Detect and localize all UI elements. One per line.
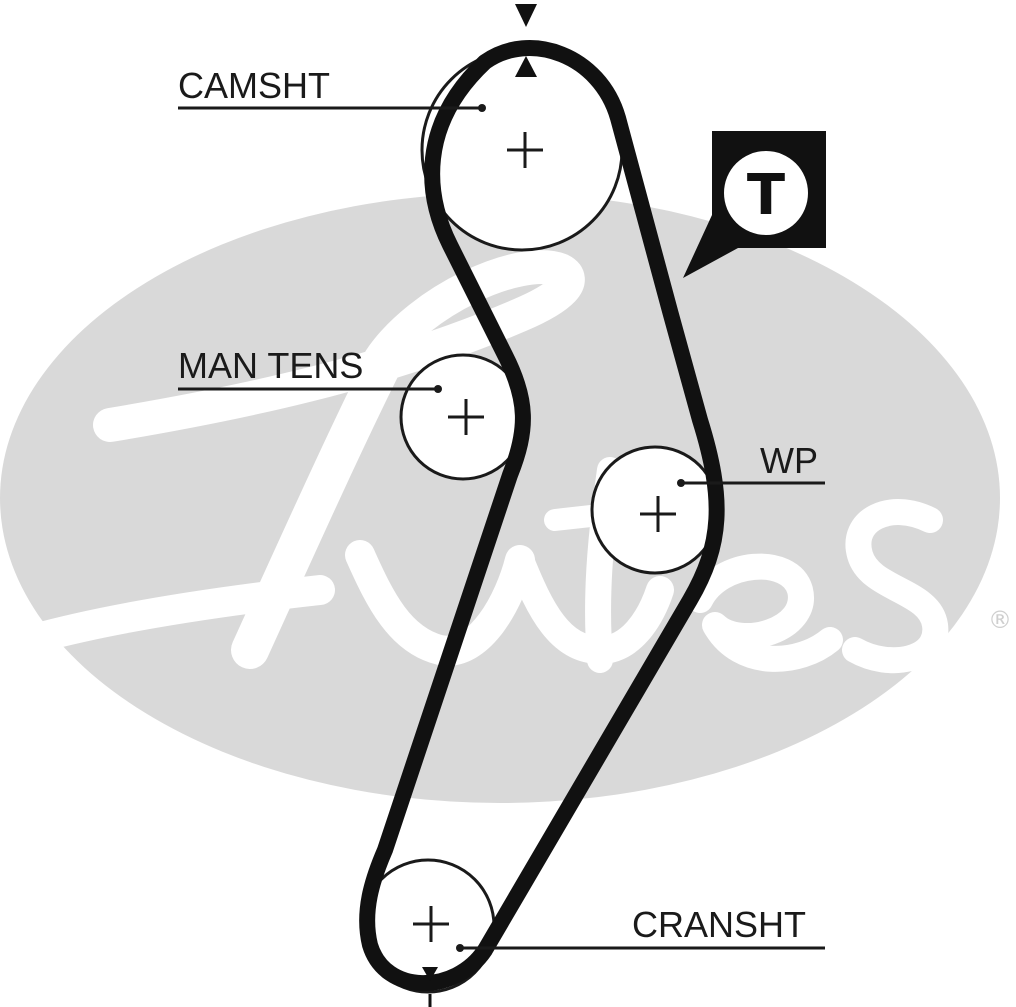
crankshaft-leader-dot [456,944,464,952]
water-pump-label: WP [760,440,818,481]
top-inner-triangle-marker-icon [515,56,537,77]
water-pump-pulley [590,445,720,575]
crankshaft-label: CRANSHT [632,904,806,945]
tensioner-badge-icon: T [683,131,826,278]
camshaft-center-cross-icon [507,132,543,168]
tensioner-badge-letter: T [747,163,785,228]
manual-tensioner-label: MAN TENS [178,345,363,386]
manual-tensioner-leader-dot [434,385,442,393]
crankshaft-center-cross-icon [413,906,449,942]
tensioner-center-cross-icon [448,399,484,435]
water-pump-leader-dot [677,479,685,487]
timing-marks [422,4,537,1007]
camshaft-label: CAMSHT [178,65,330,106]
timing-belt [359,40,725,992]
water-pump-center-cross-icon [640,496,676,532]
camshaft-leader-dot [478,104,486,112]
top-outer-triangle-marker-icon [515,4,537,27]
bottom-inner-triangle-marker-icon [422,967,438,981]
component-labels: CAMSHT MAN TENS WP CRANSHT [178,65,825,952]
pulley-center-crosses [413,132,676,942]
registered-mark: ® [988,606,1012,634]
